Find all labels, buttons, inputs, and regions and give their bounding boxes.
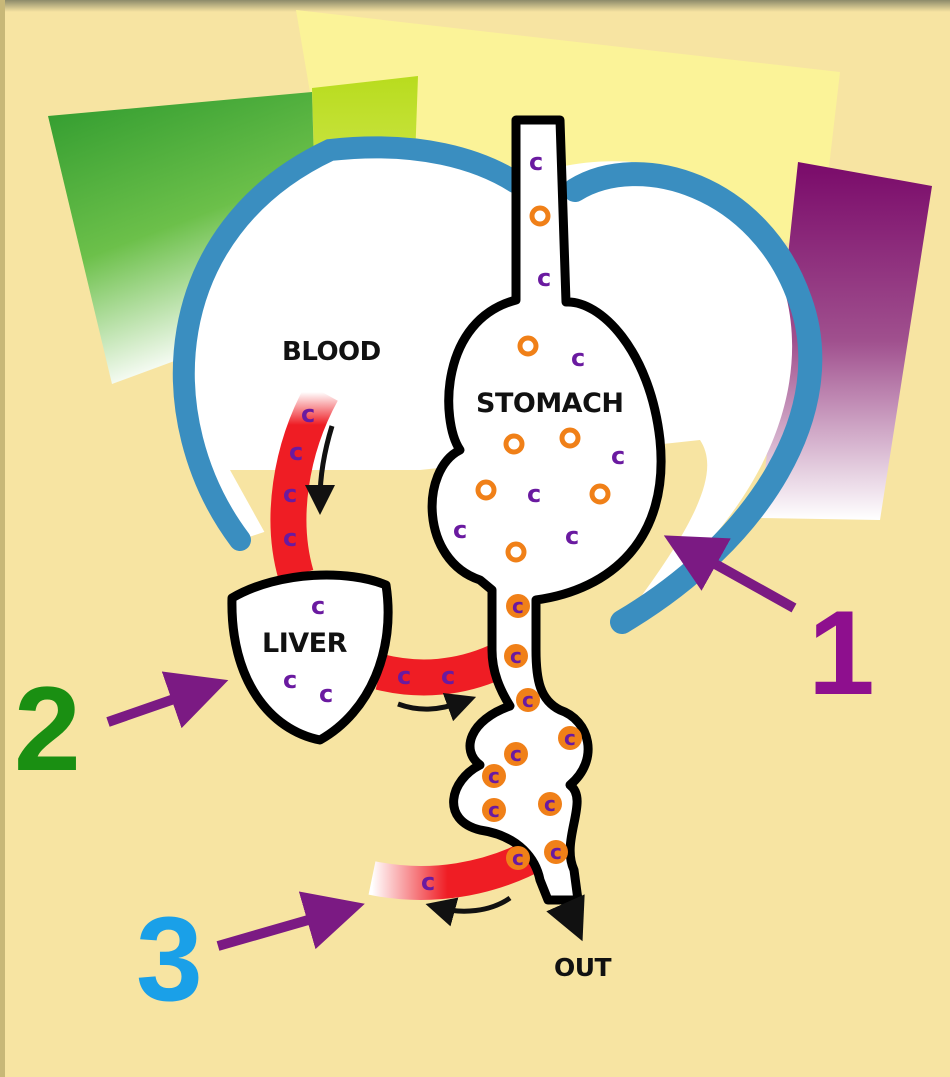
molecule-c: c: [453, 516, 467, 544]
molecule-c: c: [289, 438, 303, 466]
molecule-c: c: [421, 868, 435, 896]
molecule-c: c: [301, 400, 315, 428]
molecule-absorbed-c: c: [550, 840, 562, 864]
molecule-c: c: [537, 264, 551, 292]
marker-2: 2: [14, 662, 81, 796]
molecule-c: c: [527, 480, 541, 508]
molecule-absorbed-c: c: [522, 688, 534, 712]
label-liver: LIVER: [262, 628, 348, 659]
label-stomach: STOMACH: [476, 388, 624, 419]
molecule-absorbed-c: c: [488, 798, 500, 822]
marker-3: 3: [136, 892, 203, 1026]
molecule-c: c: [571, 344, 585, 372]
molecule-absorbed-c: c: [510, 742, 522, 766]
molecule-c: c: [311, 592, 325, 620]
molecule-c: c: [283, 524, 297, 552]
molecule-c: c: [529, 148, 543, 176]
label-blood: BLOOD: [282, 337, 381, 367]
molecule-c: c: [565, 522, 579, 550]
molecule-absorbed-c: c: [512, 594, 524, 618]
marker-1: 1: [808, 586, 875, 720]
top-edge-shadow: [0, 0, 950, 12]
molecule-absorbed-c: c: [488, 764, 500, 788]
molecule-absorbed-c: c: [544, 792, 556, 816]
molecule-c: c: [611, 442, 625, 470]
molecule-absorbed-c: c: [564, 726, 576, 750]
molecule-absorbed-c: c: [510, 644, 522, 668]
molecule-c: c: [441, 662, 455, 690]
molecule-c: c: [283, 666, 297, 694]
label-out: OUT: [554, 953, 612, 982]
molecule-c: c: [397, 662, 411, 690]
left-edge: [0, 0, 5, 1077]
molecule-c: c: [283, 480, 297, 508]
molecule-absorbed-c: c: [512, 846, 524, 870]
molecule-c: c: [319, 680, 333, 708]
